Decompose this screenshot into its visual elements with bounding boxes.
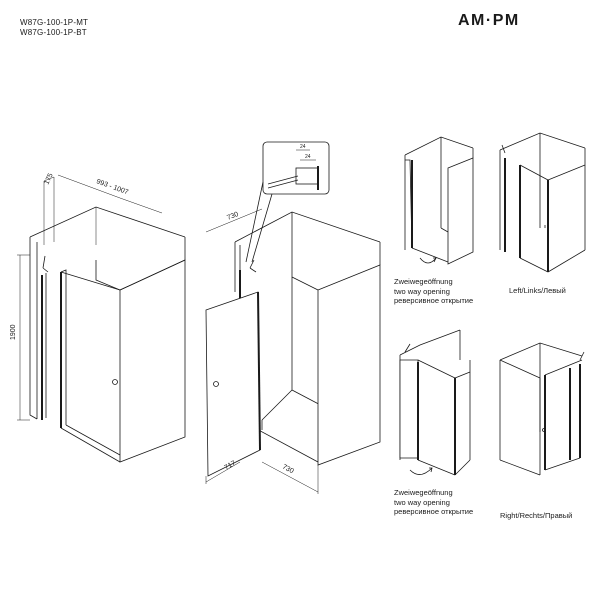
right-diagram bbox=[499, 342, 585, 476]
shower-open-view bbox=[205, 208, 381, 494]
model-codes: W87G-100-1P-MT W87G-100-1P-BT bbox=[20, 18, 88, 38]
model-code-bt: W87G-100-1P-BT bbox=[20, 28, 87, 37]
model-code-mt: W87G-100-1P-MT bbox=[20, 18, 89, 27]
caption-left: Left/Links/Левый bbox=[509, 286, 566, 295]
caption-right: Right/Rechts/Правый bbox=[500, 511, 573, 520]
brand-logo: AM·PM bbox=[458, 12, 520, 29]
dim-bottom-right: 730 bbox=[281, 464, 295, 476]
dim-detail-b: 24 bbox=[305, 154, 311, 160]
dim-height: 1900 bbox=[10, 324, 17, 340]
dim-depth-top: 730 bbox=[226, 211, 240, 222]
two-way-left-diagram bbox=[404, 136, 474, 265]
dim-detail-a: 24 bbox=[300, 144, 306, 150]
two-way-right-diagram bbox=[399, 329, 471, 476]
dim-bottom-left: 717 bbox=[224, 460, 238, 472]
shower-front-view bbox=[17, 174, 186, 463]
dim-top-width: 993 - 1007 bbox=[95, 178, 129, 196]
caption-two-way-right: Zweiwegeöffnung two way opening реверсив… bbox=[394, 488, 474, 516]
hinge-detail bbox=[245, 141, 330, 263]
left-diagram bbox=[499, 132, 586, 273]
dim-top-depth: 175 bbox=[43, 172, 54, 186]
caption-two-way-left: Zweiwegeöffnung two way opening реверсив… bbox=[394, 277, 474, 305]
